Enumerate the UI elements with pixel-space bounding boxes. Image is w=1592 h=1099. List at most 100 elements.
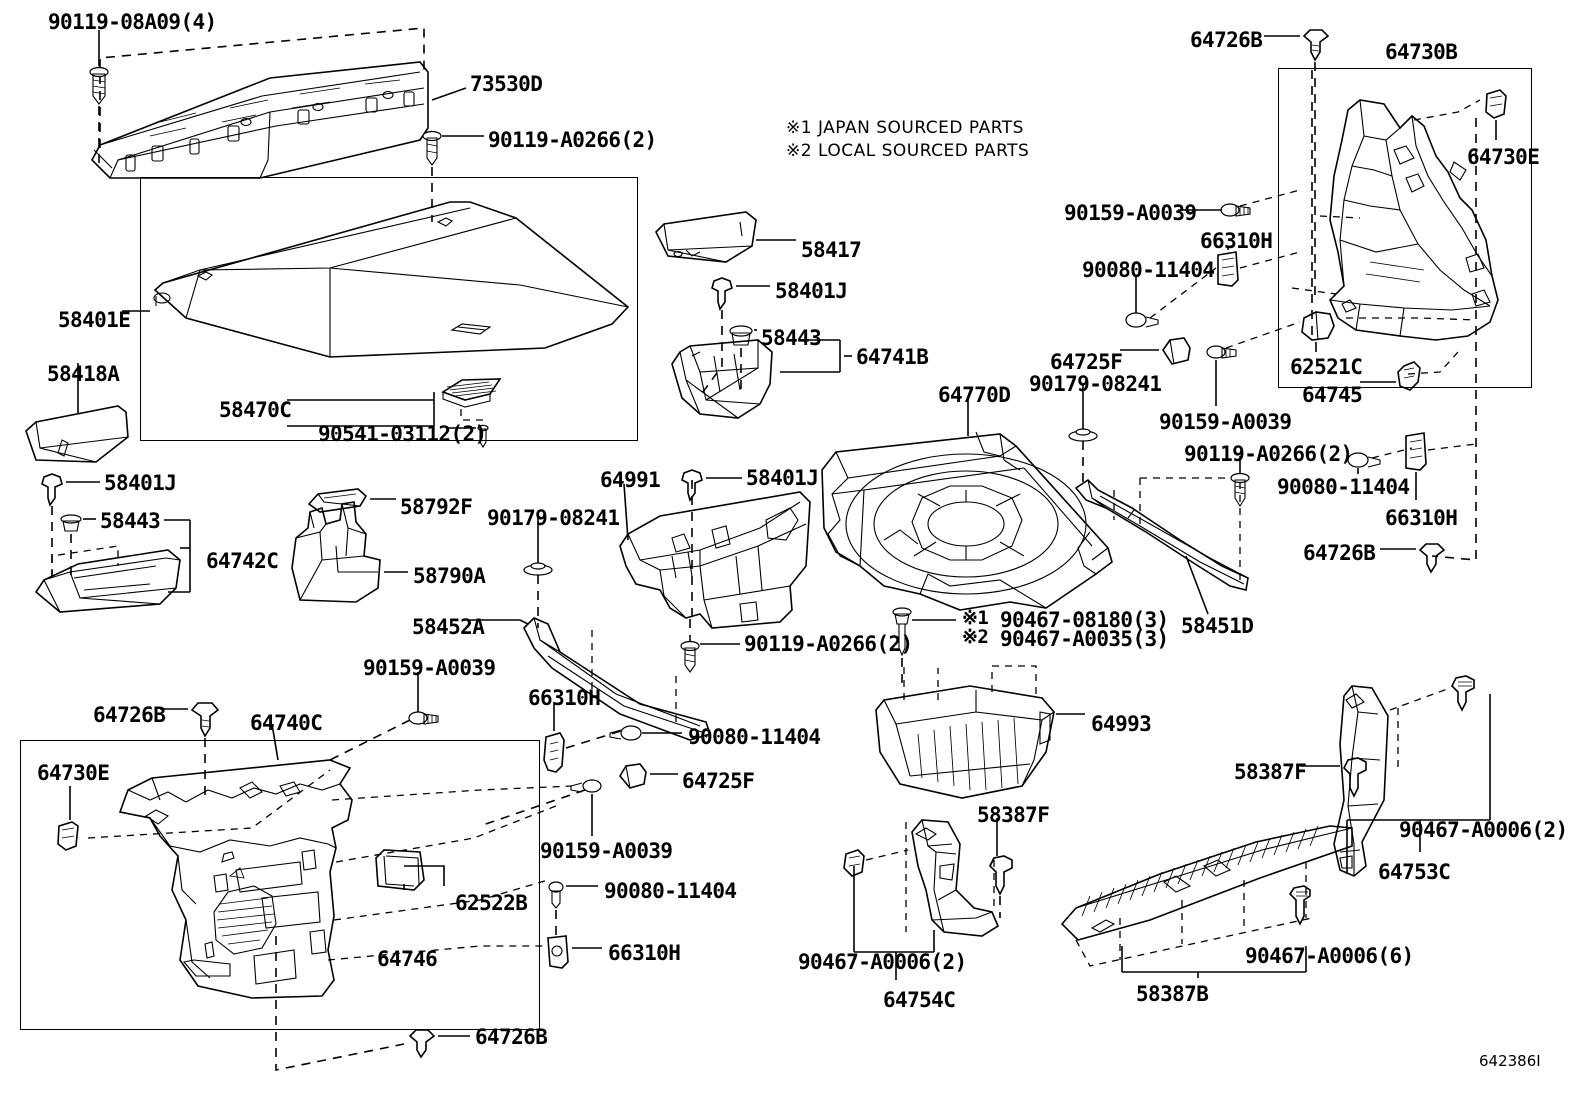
part-number-label: 58417 (801, 238, 862, 262)
part-number-label: 90159-A0039 (1064, 201, 1197, 225)
part-number-label: 58387F (977, 803, 1050, 827)
part-number-label: 58401J (746, 466, 819, 490)
part-number-label: 90080-11404 (604, 879, 737, 903)
part-number-label: 64730B (1385, 40, 1458, 64)
part-number-label: 90467-A0006(6) (1245, 944, 1414, 968)
part-number-label: 90159-A0039 (1159, 410, 1292, 434)
part-58451d-strip (1074, 477, 1249, 615)
part-number-label: 66310H (528, 686, 601, 710)
part-number-label: 58451D (1181, 614, 1254, 638)
fastener-64726b-bottom (408, 1029, 470, 1059)
part-number-label: 64740C (250, 711, 323, 735)
part-number-label: 58792F (400, 495, 473, 519)
part-number-label: 58452A (412, 615, 485, 639)
legend-note-1: ※1 JAPAN SOURCED PARTS (786, 118, 1024, 138)
part-64753c-garnish (1300, 675, 1491, 877)
part-number-label: ※2 (962, 626, 989, 648)
fastener-58443-center (729, 325, 757, 390)
part-number-label: 62521C (1290, 355, 1363, 379)
part-number-label: 90467-A0035(3) (1000, 627, 1169, 651)
part-number-label: 90467-08180(3) (1000, 608, 1169, 632)
part-number-label: 64726B (475, 1025, 548, 1049)
part-number-label: 62522B (455, 891, 528, 915)
part-number-label: 64741B (856, 345, 929, 369)
part-number-label: 64725F (1050, 350, 1123, 374)
part-number-label: 64726B (93, 703, 166, 727)
part-number-label: 90119-A0266(2) (488, 128, 657, 152)
part-number-label: 90467-A0006(2) (798, 950, 967, 974)
part-number-label: 90080-11404 (1277, 475, 1410, 499)
part-number-label: 58470C (219, 398, 292, 422)
fastener-90119-08a09 (89, 30, 109, 170)
fastener-58443-left (60, 514, 96, 576)
part-number-label: 58418A (47, 362, 120, 386)
part-number-label: 64753C (1378, 860, 1451, 884)
part-number-label: 73530D (470, 72, 543, 96)
part-64770d-deck-board (821, 400, 1113, 611)
part-number-label: 90119-A0266(2) (744, 632, 913, 656)
fastener-90179-08241-right (1068, 384, 1098, 486)
group-box-cargo-cover (140, 177, 638, 441)
part-number-label: 58401J (104, 471, 177, 495)
part-number-label: 90179-08241 (1029, 372, 1162, 396)
fastener-58401j-center (699, 277, 770, 397)
part-number-label: 64730E (37, 761, 110, 785)
part-number-label: 64726B (1303, 541, 1376, 565)
part-number-label: 90467-A0006(2) (1399, 818, 1568, 842)
part-number-label: 58387F (1234, 760, 1307, 784)
part-number-label: 58443 (100, 509, 161, 533)
part-number-label: 64770D (938, 383, 1011, 407)
fastener-90179-08241-left (523, 518, 553, 628)
part-number-label: 90541-03112(2) (318, 422, 487, 446)
part-number-label: 90080-11404 (688, 725, 821, 749)
part-number-label: 64725F (682, 769, 755, 793)
part-64725f-clip-right (1120, 337, 1191, 365)
part-66310h-clip-lower (547, 935, 602, 969)
fastener-58401j-deck (681, 469, 742, 502)
fastener-90119-a0266-deck (680, 640, 740, 673)
part-number-label: 90159-A0039 (363, 656, 496, 680)
part-64741b-tray (671, 339, 852, 419)
part-64742c-tray (34, 519, 191, 613)
part-number-label: ※1 (962, 607, 989, 629)
part-number-label: 90179-08241 (487, 506, 620, 530)
part-58792f-cap (307, 488, 396, 513)
fastener-90080-11404-lower (548, 881, 598, 940)
fastener-58401j-left (41, 473, 100, 576)
part-64725f-clip-mid (619, 763, 678, 789)
part-66310h-clip-rightlower (1405, 432, 1477, 500)
part-number-label: 58387B (1136, 982, 1209, 1006)
group-box-wheelhouse-trim (1278, 68, 1532, 388)
fastener-90080-11404-mid (609, 725, 682, 741)
part-number-label: 58790A (413, 564, 486, 588)
part-66310h-clip-mid (543, 702, 625, 773)
part-number-label: 90119-08A09(4) (48, 10, 217, 34)
part-64993-tub (875, 664, 1085, 799)
part-number-label: 64742C (206, 549, 279, 573)
part-58790a-jack-bracket (291, 501, 408, 603)
part-number-label: 64754C (883, 988, 956, 1012)
part-number-label: 64745 (1302, 383, 1363, 407)
part-number-label: 64726B (1190, 28, 1263, 52)
part-number-label: 64991 (600, 468, 661, 492)
legend-note-2: ※2 LOCAL SOURCED PARTS (786, 141, 1030, 161)
part-number-label: 66310H (1200, 229, 1273, 253)
part-73530d-rail (91, 27, 467, 179)
part-number-label: 66310H (608, 941, 681, 965)
part-number-label: 64993 (1091, 712, 1152, 736)
part-58417-lid (655, 211, 796, 263)
part-number-label: 64746 (377, 947, 438, 971)
part-58452a-trim-strip (470, 617, 712, 741)
fastener-90080-11404-rightlower (1347, 447, 1413, 474)
part-number-label: 90159-A0039 (540, 839, 673, 863)
part-number-label: 64730E (1467, 145, 1540, 169)
part-number-label: 58401E (58, 308, 131, 332)
drawing-id: 642386I (1479, 1052, 1541, 1070)
part-number-label: 90080-11404 (1082, 258, 1215, 282)
part-number-label: 90119-A0266(2) (1184, 442, 1353, 466)
part-number-label: 66310H (1385, 506, 1458, 530)
part-64991-deck-box (619, 480, 811, 644)
fastener-64726b-rightlower (1380, 543, 1446, 574)
part-number-label: 58401J (775, 279, 848, 303)
